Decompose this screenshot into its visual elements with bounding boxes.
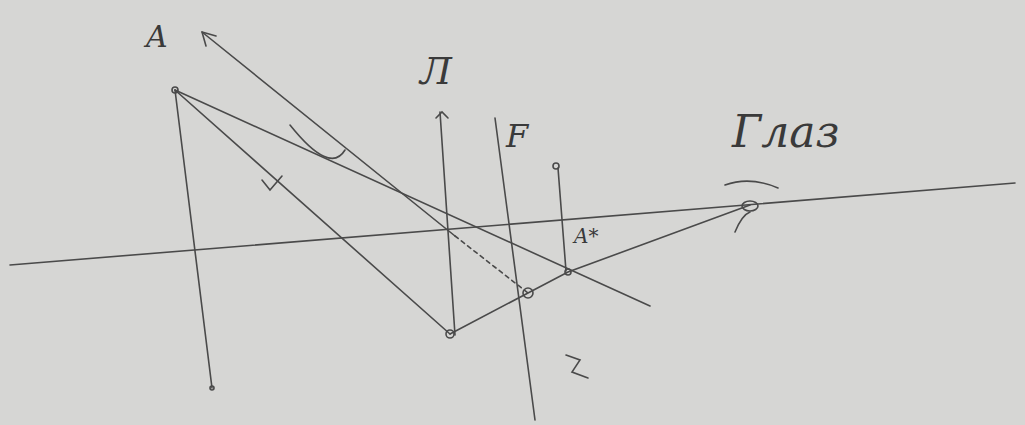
diagram-label: A: [146, 22, 168, 52]
diagram-label: Л: [420, 52, 452, 90]
lens-point: [446, 330, 454, 338]
object-point: [172, 87, 178, 93]
diagram-label: Глаз: [732, 110, 839, 154]
diagram-label: A*: [574, 226, 598, 246]
image-point: [565, 269, 571, 275]
object-end-dot: [210, 386, 214, 390]
refracted-ray: [450, 205, 750, 334]
focal-plane-line: [495, 118, 535, 420]
image-dot: [553, 163, 559, 169]
eye-symbol: [742, 201, 758, 211]
eye-symbol: [725, 181, 778, 232]
ray-mark: [290, 125, 345, 158]
ray-through-centre: [175, 90, 650, 306]
ray-to-lens: [175, 90, 450, 334]
lens-line: [440, 112, 455, 335]
arrow-head: [202, 32, 216, 46]
scribble: [566, 355, 588, 378]
ray-segment: [455, 236, 528, 293]
lens-tick: [436, 112, 448, 118]
object-line: [175, 90, 212, 388]
backward-ray: [202, 32, 455, 236]
focus-point: [523, 288, 533, 298]
diagram-label: F: [506, 120, 528, 152]
image-line: [558, 168, 566, 271]
ray-mark: [262, 176, 282, 190]
